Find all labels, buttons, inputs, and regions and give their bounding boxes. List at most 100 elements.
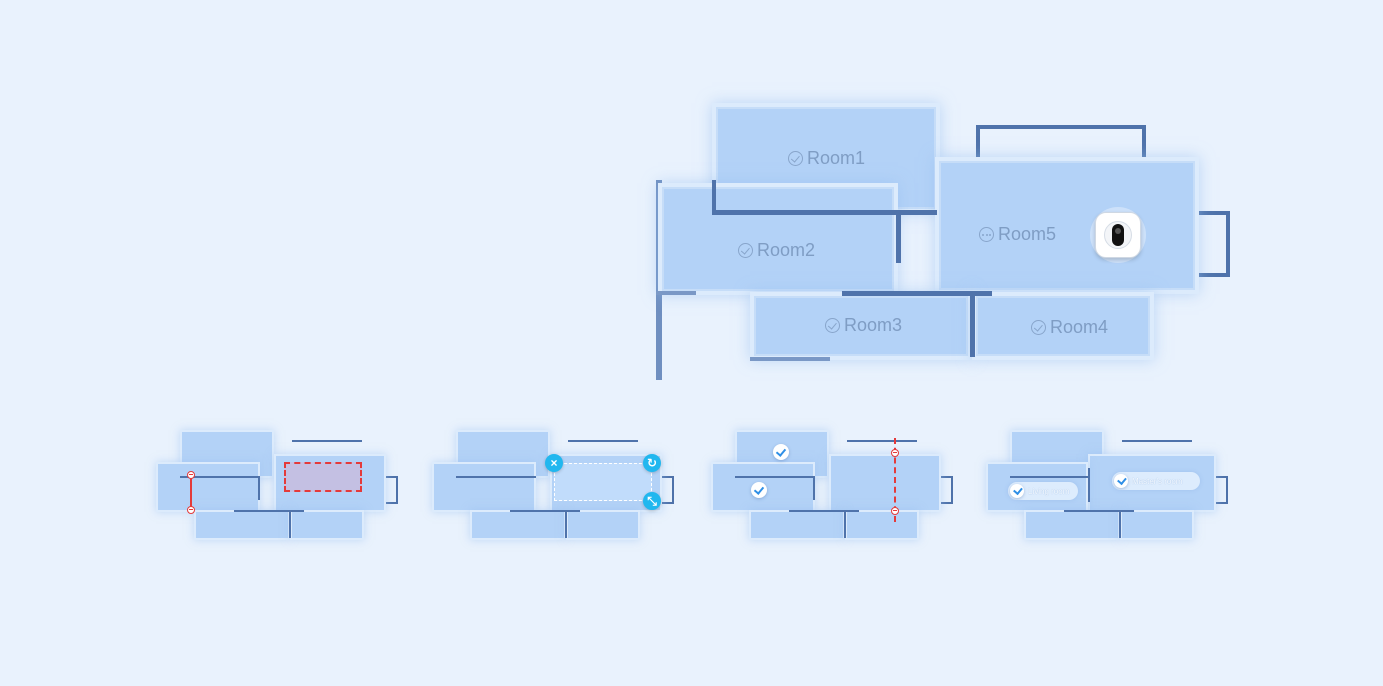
mini-room [470, 510, 566, 540]
wall [396, 476, 398, 504]
check-badge-icon [1010, 484, 1024, 498]
wall [951, 476, 953, 504]
room-name-text: Master's room [1132, 476, 1183, 486]
mini-map-merge[interactable] [707, 428, 957, 543]
split-line[interactable] [894, 438, 896, 522]
no-go-zone[interactable] [284, 462, 362, 492]
wall [1214, 502, 1228, 504]
mini-room [566, 510, 640, 540]
wall [1195, 273, 1230, 277]
wall [1064, 510, 1134, 512]
wall [847, 440, 917, 442]
room-room4[interactable] [972, 292, 1154, 360]
wall [1195, 211, 1230, 215]
mini-room [432, 462, 536, 512]
room2-label: Room2 [738, 240, 815, 261]
wall [289, 512, 291, 538]
wall [660, 502, 674, 504]
room-name-tag[interactable]: Master's room [1112, 472, 1200, 490]
room-name-text: Living room [1028, 486, 1070, 496]
mini-room [156, 462, 260, 512]
wall [660, 476, 674, 478]
wall [292, 440, 362, 442]
floor-map: Room1 Room2 Room3 Room4 Room5 [650, 95, 1240, 380]
mini-room [194, 510, 290, 540]
wall [565, 512, 567, 538]
wall [656, 291, 696, 295]
split-handle[interactable] [187, 471, 195, 479]
wall [384, 502, 398, 504]
wall [1226, 476, 1228, 504]
wall [1010, 476, 1090, 478]
wall [813, 478, 815, 500]
wall [939, 502, 953, 504]
check-circle-icon [825, 318, 840, 333]
mini-map-divide[interactable] [152, 428, 402, 543]
wall [672, 476, 674, 504]
wall [712, 180, 716, 212]
check-circle-icon [738, 243, 753, 258]
check-badge-icon[interactable] [751, 482, 767, 498]
room1-name: Room1 [807, 148, 866, 168]
room5-name: Room5 [998, 224, 1057, 244]
wall [1119, 512, 1121, 538]
delete-zone-button[interactable]: × [545, 454, 563, 472]
mini-room [829, 454, 941, 512]
check-circle-icon [788, 151, 803, 166]
wall [258, 478, 260, 500]
wall [1142, 125, 1146, 160]
room3-name: Room3 [844, 315, 903, 335]
room-name-tag[interactable]: Living room [1008, 482, 1078, 500]
check-badge-icon[interactable] [773, 444, 789, 460]
lidar-icon [1112, 224, 1124, 246]
wall [568, 440, 638, 442]
wall [1088, 468, 1090, 502]
wall [735, 476, 815, 478]
wall [180, 476, 260, 478]
mini-room [1120, 510, 1194, 540]
room3-label: Room3 [825, 315, 902, 336]
room2-name: Room2 [757, 240, 816, 260]
wall [896, 213, 901, 263]
mini-map-zone[interactable]: × ↻ ⤡ [428, 428, 678, 543]
cleaning-zone[interactable] [554, 463, 652, 501]
wall [712, 210, 937, 215]
check-badge-icon [1114, 474, 1128, 488]
room5-label: Room5 [979, 224, 1056, 245]
wall [970, 293, 975, 357]
wall [456, 476, 536, 478]
wall [234, 510, 304, 512]
wall [842, 291, 992, 296]
rotate-zone-button[interactable]: ↻ [643, 454, 661, 472]
room-room5[interactable] [935, 157, 1199, 294]
robot-vacuum-icon[interactable] [1090, 207, 1146, 263]
check-circle-icon [1031, 320, 1046, 335]
room4-name: Room4 [1050, 317, 1109, 337]
mini-room [749, 510, 845, 540]
wall [844, 512, 846, 538]
room4-label: Room4 [1031, 317, 1108, 338]
wall [1226, 211, 1230, 277]
wall [510, 510, 580, 512]
robot-body [1095, 212, 1141, 258]
mini-room [1024, 510, 1120, 540]
wall [750, 357, 830, 361]
wall [1122, 440, 1192, 442]
split-line[interactable] [190, 475, 192, 510]
wall [976, 125, 1146, 129]
wall [1214, 476, 1228, 478]
split-handle[interactable] [187, 506, 195, 514]
wall [384, 476, 398, 478]
wall [939, 476, 953, 478]
split-handle[interactable] [891, 449, 899, 457]
wall [789, 510, 859, 512]
split-handle[interactable] [891, 507, 899, 515]
mini-room [290, 510, 364, 540]
mini-room [845, 510, 919, 540]
wall [976, 125, 980, 160]
resize-zone-button[interactable]: ⤡ [643, 492, 661, 510]
more-circle-icon [979, 227, 994, 242]
room-room2[interactable] [658, 183, 898, 295]
mini-map-rename[interactable]: Living room Master's room [982, 428, 1232, 543]
room1-label: Room1 [788, 148, 865, 169]
